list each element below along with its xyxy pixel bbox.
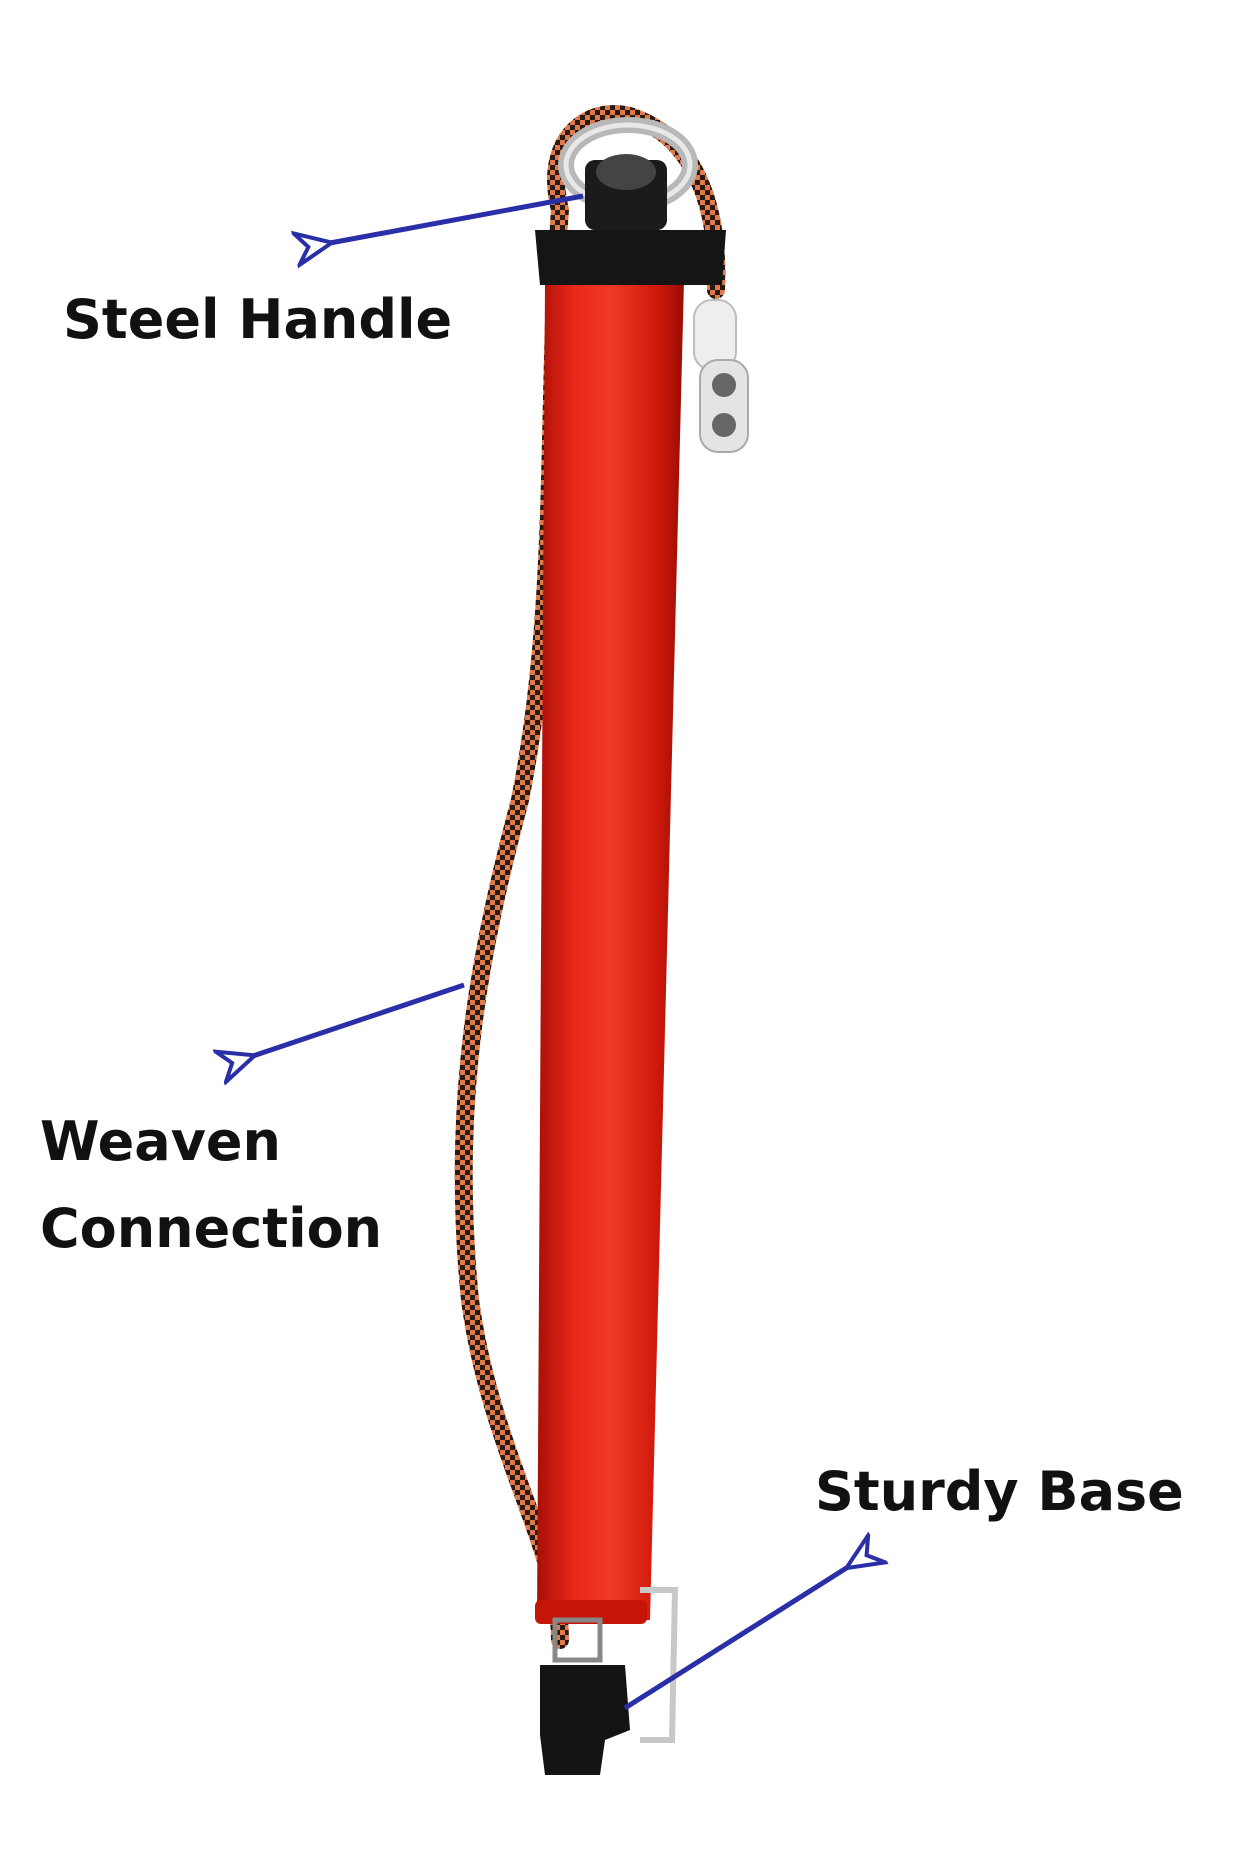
pump-tube [537,280,684,1620]
sturdy-base-arrow [623,1567,848,1711]
steel-handle-arrow [330,193,584,243]
steel-handle [558,117,698,230]
label-steel-handle: Steel Handle [63,288,452,351]
top-cap [535,230,726,285]
sturdy-base [540,1587,679,1775]
weaven-connection-arrow [253,982,465,1056]
label-sturdy-base: Sturdy Base [815,1460,1184,1523]
label-connection: Connection [40,1197,382,1260]
nozzle [693,299,749,453]
label-weaven: Weaven [40,1110,281,1173]
